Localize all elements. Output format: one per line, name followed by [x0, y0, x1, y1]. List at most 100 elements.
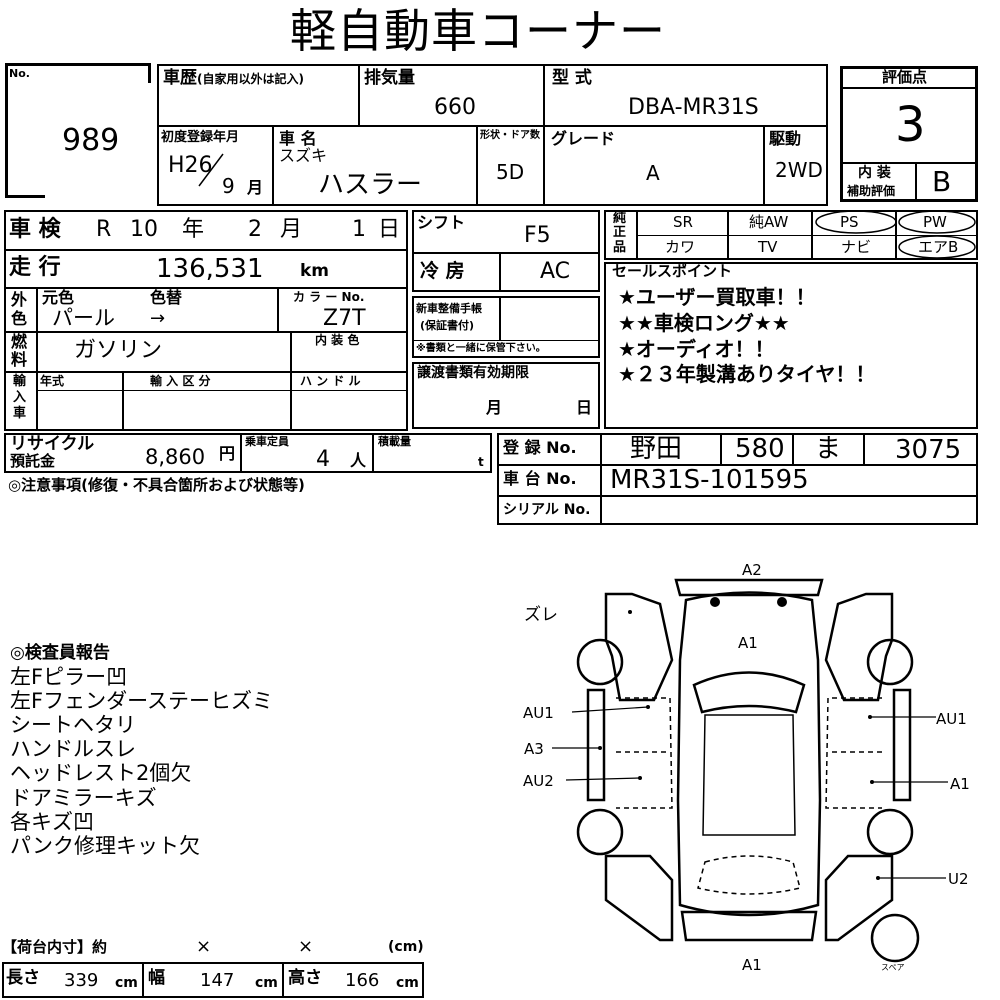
color-no-label: カ ラ ー No.	[293, 290, 365, 304]
interior-grade-value: B	[932, 165, 952, 198]
cargo-width-value: 147	[200, 970, 235, 991]
maintenance-block	[412, 296, 600, 358]
capacity-label: 乗車定員	[245, 435, 289, 448]
recycle-label-1: リサイクル	[10, 434, 95, 454]
equip-leather: カワ	[665, 238, 696, 256]
diagram-label-bottom: A1	[742, 956, 762, 974]
diagram-label-au1-left: AU1	[523, 704, 554, 722]
recycle-unit: 円	[219, 444, 236, 463]
inspection-month: 2	[248, 217, 262, 242]
drive-value: 2WD	[775, 158, 823, 182]
equip-tv: TV	[758, 238, 778, 256]
inspector-item: ヘッドレスト2個欠	[10, 761, 192, 785]
equip-sr: SR	[673, 213, 693, 231]
registration-kana: ま	[815, 434, 842, 464]
transfer-month-unit: 月	[486, 398, 503, 417]
aircon-label: 冷 房	[420, 260, 465, 282]
first-reg-year: H26	[168, 153, 213, 178]
inspection-year-unit: 年	[182, 217, 205, 242]
cargo-width-cm: cm	[255, 975, 278, 991]
cargo-dimensions-row	[2, 962, 424, 998]
inspector-item: ハンドルスレ	[10, 737, 136, 761]
drive-label: 駆動	[769, 129, 802, 148]
sales-point-1: ★ユーザー買取車！！	[618, 285, 816, 309]
inspection-month-unit: 月	[280, 217, 303, 242]
aircon-value: AC	[540, 259, 571, 284]
registration-block	[497, 433, 978, 525]
equip-label-2: 正	[613, 225, 627, 240]
cargo-height-cm: cm	[396, 975, 419, 991]
diagram-label-u2-right: U2	[948, 870, 969, 888]
chassis-label: 車 台 No.	[503, 469, 577, 488]
displacement-label: 排気量	[364, 68, 415, 88]
car-name-label: 車 名	[279, 129, 317, 148]
cargo-height-value: 166	[345, 970, 380, 991]
inspector-item: ドアミラーキズ	[10, 786, 157, 810]
change-color-label: 色替	[150, 288, 183, 307]
import-label-2: 入	[13, 390, 27, 405]
registration-number: 3075	[895, 435, 962, 465]
car-damage-diagram: A2 A1 ズレ AU1 A3 AU2 AU1 A1 U2 A1 スペア	[523, 561, 970, 974]
inspection-day: 1	[352, 217, 366, 242]
outer-color-label-1: 外	[11, 290, 28, 309]
grade-label: グレード	[551, 129, 616, 148]
chassis-value: MR31S-101595	[610, 465, 809, 495]
recycle-row	[4, 433, 492, 473]
lot-number: 989	[62, 123, 120, 158]
sales-point-3: ★オーディオ！！	[618, 337, 775, 361]
transfer-label: 譲渡書類有効期限	[417, 365, 529, 381]
displacement-value: 660	[434, 95, 476, 120]
transfer-block	[412, 362, 600, 429]
car-maker: スズキ	[279, 146, 328, 165]
load-unit: t	[478, 455, 484, 469]
grade-score-box	[840, 66, 978, 202]
inspector-heading: ◎検査員報告	[10, 643, 110, 663]
inspector-item: 各キズ凹	[10, 810, 94, 834]
import-label-3: 車	[13, 406, 27, 421]
lot-box	[5, 63, 8, 196]
history-label: 車歴(自家用以外は記入)	[163, 68, 304, 88]
first-reg-slash	[198, 153, 224, 187]
grade-score-value: 3	[895, 97, 926, 153]
diagram-label-au2-left: AU2	[523, 772, 554, 790]
color-change-arrow: →	[150, 308, 166, 329]
inspection-day-unit: 日	[378, 217, 401, 242]
diagram-label-roof: A1	[738, 634, 758, 652]
lot-no-label: No.	[9, 67, 30, 80]
sales-point-4: ★２３年製溝ありタイヤ！！	[618, 362, 876, 386]
cargo-unit: (cm)	[388, 939, 424, 955]
equip-navi: ナビ	[841, 238, 872, 256]
inspection-era: R	[96, 217, 112, 242]
capacity-unit: 人	[350, 451, 367, 470]
outer-color-label-2: 色	[11, 309, 28, 328]
sales-point-2: ★★車検ロング★★	[618, 311, 790, 335]
shift-label: シフト	[417, 213, 466, 232]
model-label: 型 式	[552, 68, 592, 88]
cargo-times-1: ×	[196, 936, 212, 957]
model-value: DBA-MR31S	[628, 95, 759, 120]
fuel-value: ガソリン	[74, 338, 163, 363]
equip-ps: PS	[840, 213, 859, 231]
inspector-item: 左Fピラー凹	[10, 665, 128, 689]
recycle-label-2: 預託金	[10, 452, 56, 470]
grade-value: A	[646, 161, 660, 185]
diagram-label-top: A2	[742, 561, 762, 579]
registration-class: 580	[735, 434, 785, 464]
notes-heading: ◎注意事項(修復・不具合箇所および状態等)	[8, 476, 305, 494]
mileage-value: 136,531	[156, 254, 264, 284]
diagram-label-spare: スペア	[881, 963, 904, 972]
sales-points-label: セールスポイント	[612, 262, 733, 280]
serial-label: シリアル No.	[503, 502, 591, 518]
top-info-grid	[157, 64, 828, 206]
interior-label-2: 補助評価	[847, 184, 896, 198]
maintenance-note: ※書類と一緒に保管下さい。	[416, 343, 546, 354]
diagram-label-a1-right: A1	[950, 775, 970, 793]
diagram-label-zure: ズレ	[524, 605, 558, 625]
grade-score-label: 評価点	[882, 68, 928, 86]
registration-label: 登 録 No.	[503, 438, 577, 457]
equipment-circle-marks	[815, 210, 976, 259]
cargo-height-label: 高さ	[288, 968, 322, 988]
mileage-unit: km	[300, 261, 330, 281]
inspection-year: 10	[130, 217, 158, 242]
diagram-label-a3-left: A3	[524, 740, 544, 758]
